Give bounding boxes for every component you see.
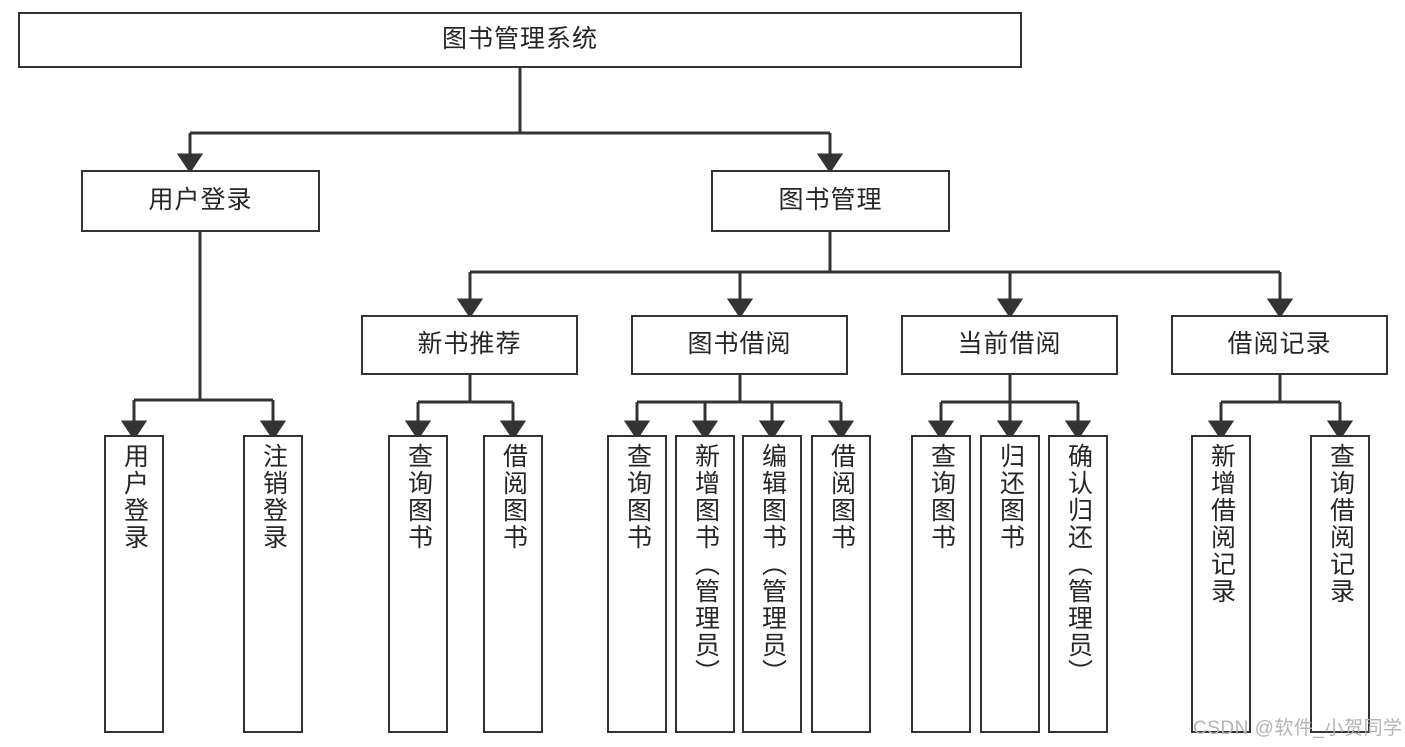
node-label: 注销登录	[259, 443, 288, 551]
node-new-book-recommend[interactable]: 新书推荐	[361, 315, 578, 375]
leaf-logout-login[interactable]: 注销登录	[243, 435, 303, 733]
leaf-query-book-2[interactable]: 查询图书	[607, 435, 667, 733]
leaf-add-record[interactable]: 新增借阅记录	[1191, 435, 1251, 733]
node-label: 借阅图书	[827, 443, 856, 551]
node-label: 确认归还（管理员）	[1064, 443, 1093, 686]
node-user-login[interactable]: 用户登录	[81, 170, 320, 232]
node-label: 图书借阅	[687, 330, 792, 359]
node-borrow-record[interactable]: 借阅记录	[1171, 315, 1388, 375]
node-root-book-management-system[interactable]: 图书管理系统	[18, 12, 1022, 68]
csdn-watermark: CSDN @软件_小贺同学	[1193, 718, 1403, 739]
leaf-borrow-book-2[interactable]: 借阅图书	[811, 435, 871, 733]
leaf-query-book-3[interactable]: 查询图书	[911, 435, 971, 733]
node-label: 查询图书	[623, 443, 652, 551]
node-label: 用户登录	[120, 443, 149, 551]
node-label: 借阅图书	[499, 443, 528, 551]
node-label: 新增借阅记录	[1207, 443, 1236, 605]
node-label: 查询借阅记录	[1326, 443, 1355, 605]
node-label: 归还图书	[996, 443, 1025, 551]
node-label: 图书管理	[778, 186, 883, 215]
node-label: 新增图书（管理员）	[691, 443, 720, 686]
leaf-borrow-book-1[interactable]: 借阅图书	[483, 435, 543, 733]
node-current-borrow[interactable]: 当前借阅	[901, 315, 1118, 375]
leaf-add-book[interactable]: 新增图书（管理员）	[675, 435, 735, 733]
node-label: 查询图书	[404, 443, 433, 551]
node-label: 查询图书	[927, 443, 956, 551]
leaf-query-record[interactable]: 查询借阅记录	[1310, 435, 1370, 733]
node-label: 借阅记录	[1227, 330, 1332, 359]
leaf-user-login[interactable]: 用户登录	[104, 435, 164, 733]
node-label: 新书推荐	[417, 330, 522, 359]
node-label: 编辑图书（管理员）	[758, 443, 787, 686]
node-label: 当前借阅	[957, 330, 1062, 359]
node-label: 用户登录	[148, 186, 253, 215]
leaf-query-book-1[interactable]: 查询图书	[388, 435, 448, 733]
node-book-management[interactable]: 图书管理	[711, 170, 950, 232]
node-label: 图书管理系统	[441, 25, 598, 54]
leaf-edit-book[interactable]: 编辑图书（管理员）	[742, 435, 802, 733]
leaf-return-book[interactable]: 归还图书	[980, 435, 1040, 733]
node-book-borrow[interactable]: 图书借阅	[631, 315, 848, 375]
leaf-confirm-return[interactable]: 确认归还（管理员）	[1048, 435, 1108, 733]
